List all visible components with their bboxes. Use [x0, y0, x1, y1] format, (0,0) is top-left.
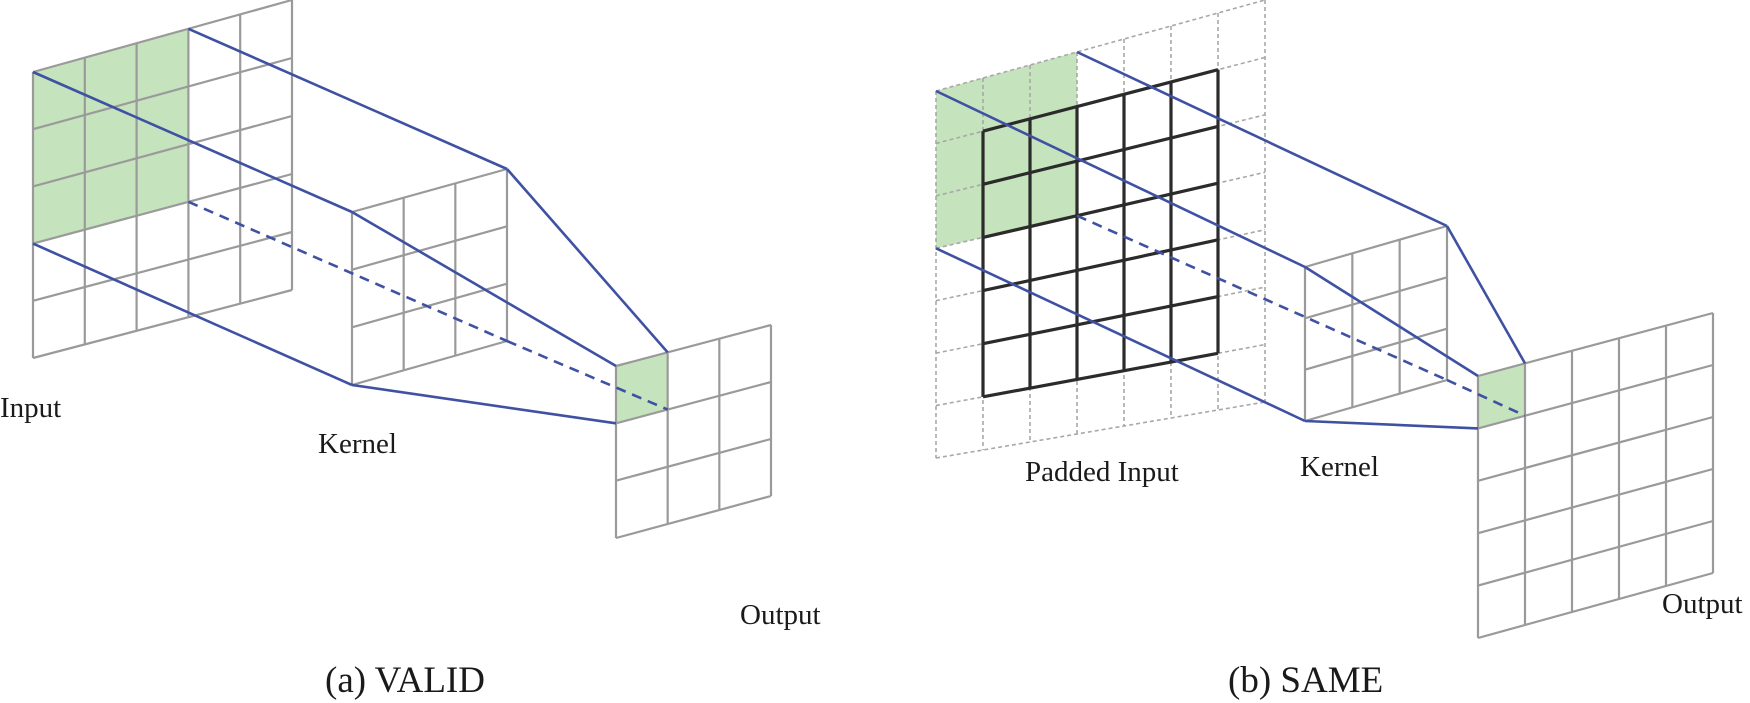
kernel-grid-same-hline — [1304, 224, 1448, 269]
kernel-grid-valid-hline — [351, 225, 508, 271]
kernel-grid-same — [1303, 224, 1449, 423]
input-label: Input — [0, 392, 62, 424]
output-grid-same — [1476, 311, 1715, 640]
caption-same: (b) SAME — [1228, 660, 1384, 701]
output-label-valid: Output — [740, 599, 821, 631]
projection-line-valid-tr — [187, 27, 508, 171]
kernel-label-same: Kernel — [1300, 451, 1379, 483]
projection-line-valid-tl — [32, 70, 353, 214]
padded-input-grid-hline — [935, 401, 1266, 459]
output-grid-same-hline — [1477, 363, 1714, 430]
kernel-grid-valid-hline — [351, 167, 508, 214]
kernel-grid-same-hline — [1304, 378, 1448, 423]
caption-valid: (a) VALID — [325, 660, 485, 701]
input-grid-valid — [31, 0, 294, 360]
projection-line-valid-k-bl — [351, 383, 617, 425]
output-grid-same-hline — [1477, 571, 1714, 640]
input-grid-valid-hline — [32, 172, 293, 245]
projection-lines-layer — [32, 27, 1527, 430]
projection-line-same-br — [1076, 214, 1448, 382]
inner-input-grid-hline — [982, 68, 1219, 133]
output-highlight-valid — [616, 352, 668, 424]
inner-input-grid — [981, 68, 1220, 399]
input-highlight-valid — [33, 28, 189, 244]
kernel-grid-same-hline — [1304, 276, 1448, 320]
projection-line-same-k-bl — [1304, 419, 1479, 430]
input-grid-valid-hline — [32, 288, 293, 360]
output-grid-valid-hline — [615, 323, 772, 368]
input-highlight-same — [936, 52, 1077, 249]
input-grid-valid-hline — [32, 114, 293, 188]
output-grid-valid — [614, 323, 773, 540]
input-grid-valid-hline — [32, 56, 293, 131]
output-grid-valid-hline — [615, 437, 772, 482]
output-grid-same-hline — [1477, 415, 1714, 482]
projection-line-valid-br — [187, 200, 508, 343]
kernel-grid-valid-hline — [351, 282, 508, 329]
projection-line-valid-bl — [32, 242, 353, 387]
inner-input-grid-hline — [982, 238, 1219, 293]
projection-line-same-k-br — [1446, 378, 1526, 417]
output-grid-same-hline — [1477, 311, 1714, 378]
projection-line-valid-k-br — [506, 339, 669, 411]
highlight-layer — [33, 28, 1525, 429]
inner-input-grid-hline — [982, 351, 1219, 399]
output-grid-valid-hline — [615, 494, 772, 540]
input-grid-valid-hline — [32, 0, 293, 74]
projection-line-same-bl — [935, 247, 1306, 423]
input-grid-valid-hline — [32, 230, 293, 302]
output-grid-valid-hline — [615, 380, 772, 425]
projection-line-valid-k-tr — [506, 168, 669, 354]
projection-line-same-tr — [1076, 50, 1448, 228]
grid-layer — [31, 0, 1715, 640]
kernel-grid-valid — [350, 167, 509, 387]
output-grid-same-hline — [1477, 519, 1714, 587]
projection-line-same-tl — [935, 89, 1306, 269]
projection-line-same-k-tr — [1445, 225, 1527, 365]
kernel-grid-valid-hline — [351, 339, 508, 387]
output-label-same: Output — [1662, 588, 1743, 620]
inner-input-grid-hline — [982, 124, 1219, 186]
output-highlight-same — [1478, 363, 1525, 429]
inner-input-grid-hline — [982, 295, 1219, 346]
padded-input-label: Padded Input — [1025, 456, 1179, 488]
kernel-label-valid: Kernel — [318, 428, 397, 460]
projection-line-valid-k-tl — [351, 210, 617, 368]
inner-input-grid-hline — [982, 181, 1219, 239]
projection-line-same-k-tl — [1304, 265, 1479, 378]
padded-input-grid-hline — [935, 0, 1266, 92]
output-grid-same-hline — [1477, 467, 1714, 535]
